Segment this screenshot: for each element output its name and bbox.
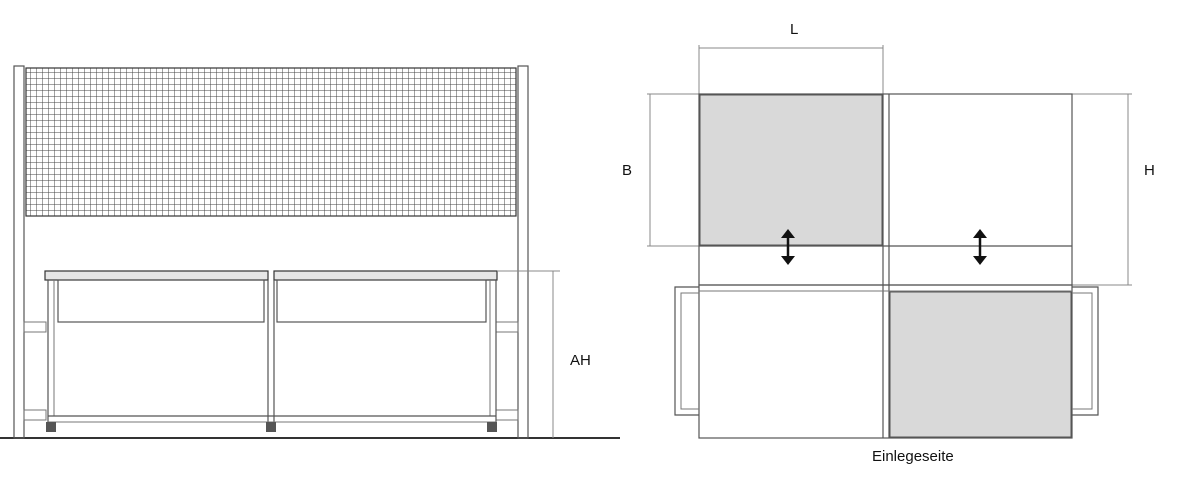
h-label: H xyxy=(1144,162,1155,179)
right-upright-post xyxy=(517,65,529,439)
drawer-right xyxy=(276,279,487,323)
l-label: L xyxy=(790,21,798,38)
b-label: B xyxy=(622,162,632,179)
worktop-left xyxy=(44,270,269,281)
left-handle xyxy=(674,286,699,416)
drawer-left xyxy=(57,279,265,323)
l-dimension xyxy=(698,45,884,94)
bench-frame xyxy=(47,280,497,423)
left-upright-post xyxy=(13,65,25,439)
ah-label: AH xyxy=(570,352,591,369)
worktop-right xyxy=(273,270,498,281)
bench-feet xyxy=(46,422,497,432)
einlegeseite-label: Einlegeseite xyxy=(872,448,954,465)
lower-module xyxy=(698,284,1073,439)
right-handle xyxy=(1072,286,1099,416)
h-dimension xyxy=(1072,93,1132,286)
mesh-panel xyxy=(25,67,517,217)
double-arrow-icon xyxy=(973,229,987,265)
double-arrow-icon xyxy=(781,229,795,265)
insert-panel-bottom-right xyxy=(889,291,1072,438)
top-view-plan: L B H xyxy=(622,21,1155,465)
workbench-elevation: AH xyxy=(0,65,620,439)
insert-panel-top-left xyxy=(699,94,883,246)
post-braces xyxy=(23,321,519,421)
b-dimension xyxy=(647,93,699,247)
ah-dimension xyxy=(497,270,560,438)
